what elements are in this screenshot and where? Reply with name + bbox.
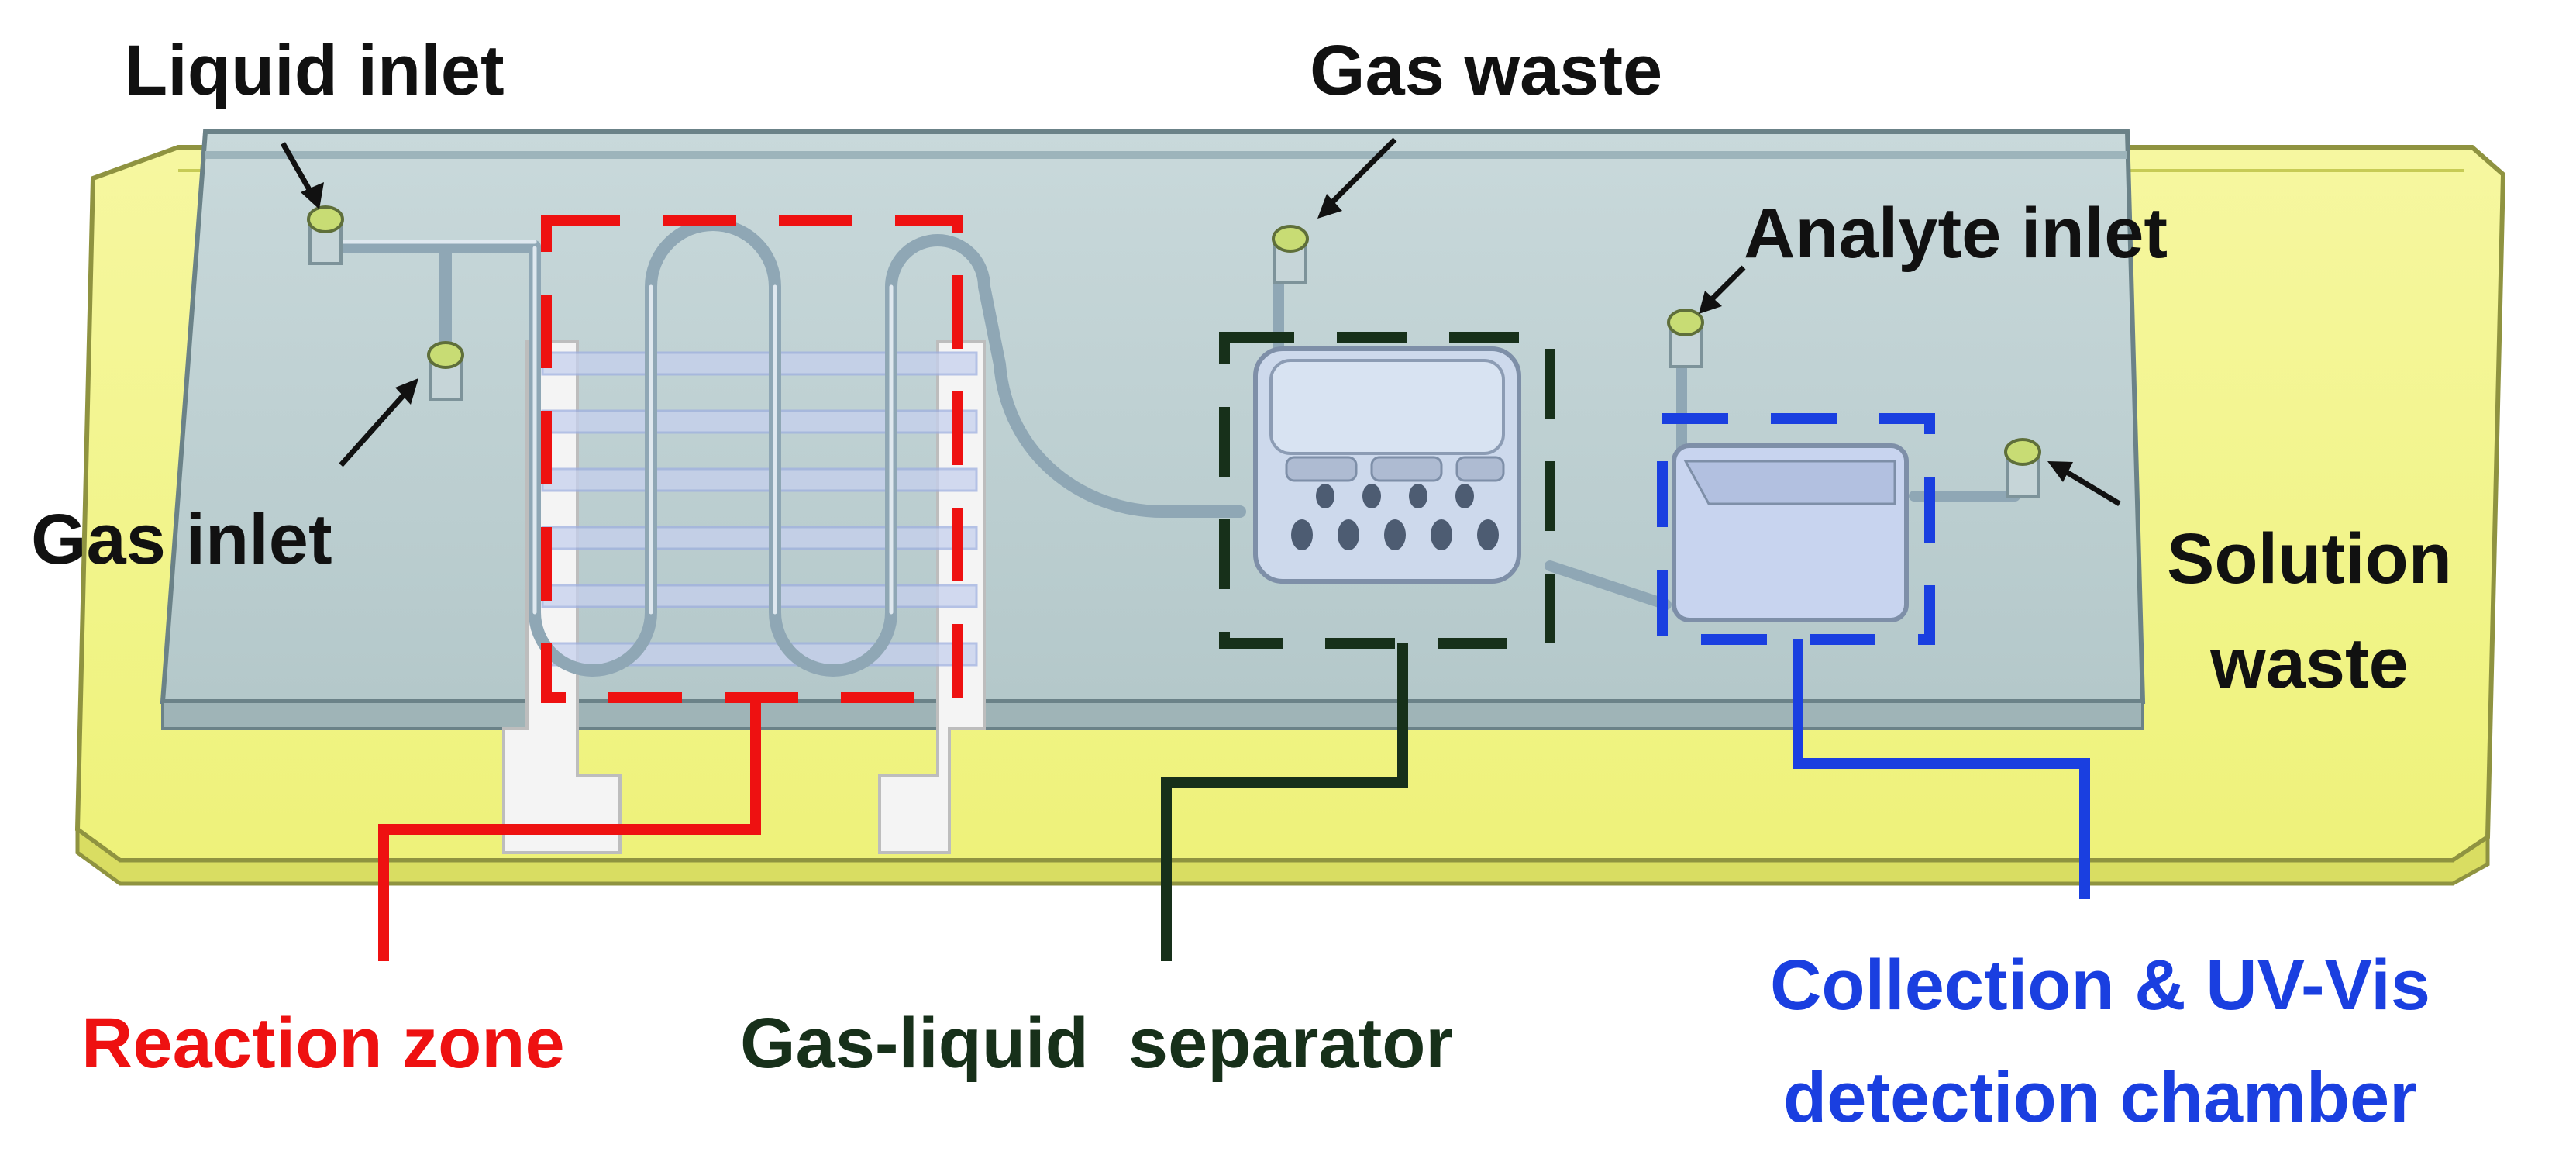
analyte-inlet-label: Analyte inlet	[1744, 194, 2168, 273]
arrow-liquid-inlet	[280, 142, 324, 209]
arrow-gas-waste	[1317, 137, 1397, 219]
solution-waste-label-line2: waste	[2210, 624, 2409, 703]
pointer-arrows	[280, 137, 2121, 507]
reaction-zone-box	[378, 215, 963, 961]
gas-liquid-separator-label: Gas-liquid separator	[740, 1004, 1454, 1083]
arrow-gas-inlet	[339, 378, 418, 467]
collection-chamber-label-line1: Collection & UV-Vis	[1769, 946, 2431, 1025]
separator-body	[1253, 346, 1521, 584]
solution-waste-port	[2004, 438, 2041, 498]
microchannels	[319, 219, 2020, 677]
gas-inlet-port	[427, 341, 464, 401]
liquid-inlet-port	[307, 205, 344, 265]
liquid-inlet-label: Liquid inlet	[124, 31, 505, 110]
channel-highlights	[323, 240, 894, 615]
ports	[307, 205, 2041, 498]
arrow-solution-waste	[2047, 461, 2121, 507]
gas-waste-label: Gas waste	[1310, 31, 1663, 110]
detection-chamber-body	[1672, 443, 1909, 622]
reaction-zone-label: Reaction zone	[81, 1004, 565, 1083]
gas-waste-port	[1272, 225, 1309, 284]
separator-box	[1161, 332, 1555, 961]
collection-chamber-label-line2: detection chamber	[1783, 1058, 2417, 1137]
detection-chamber-box	[1657, 413, 2090, 899]
solution-waste-label-line1: Solution	[2167, 519, 2452, 598]
analyte-inlet-port	[1667, 309, 1704, 368]
gas-inlet-label: Gas inlet	[31, 500, 332, 579]
arrow-analyte-inlet	[1699, 265, 1746, 314]
